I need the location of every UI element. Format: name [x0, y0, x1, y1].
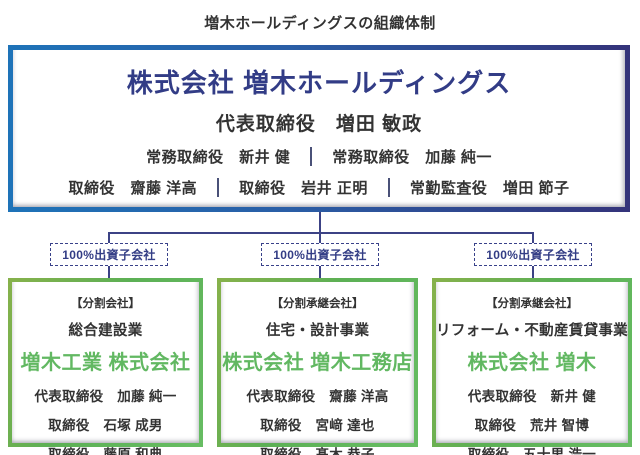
- subsidiary-business: リフォーム・不動産賃貸事業: [436, 323, 628, 339]
- subsidiary-business: 住宅・設計事業: [265, 323, 370, 339]
- divider: [387, 178, 390, 197]
- subsidiary-company-name: 株式会社 増木工務店: [222, 352, 413, 374]
- holding-exec-row-2: 取締役 齋藤 洋高 取締役 岩井 正明 常勤監査役 増田 節子: [68, 177, 569, 198]
- subsidiary-business: 総合建設業: [68, 323, 143, 339]
- ownership-label-left: 100%出資子会社: [50, 243, 168, 266]
- subsidiary-exec: 取締役 荒井 智博: [474, 418, 590, 433]
- subsidiary-type-tag: 【分割会社】: [71, 298, 140, 310]
- subsidiary-exec: 代表取締役 齋藤 洋高: [246, 389, 389, 404]
- subsidiary-exec: 取締役 藤原 和典: [48, 447, 163, 455]
- exec-entry: 常務取締役 加藤 純一: [332, 149, 492, 166]
- subsidiary-company-name: 増木工業 株式会社: [20, 352, 191, 374]
- subsidiary-type-tag: 【分割承継会社】: [271, 298, 364, 310]
- subsidiary-exec: 代表取締役 新井 健: [467, 389, 597, 404]
- subsidiary-box-masuki-komuten: 【分割承継会社】 住宅・設計事業 株式会社 増木工務店 代表取締役 齋藤 洋高 …: [217, 278, 418, 455]
- ownership-label-right: 100%出資子会社: [474, 243, 592, 266]
- divider: [217, 178, 220, 197]
- subsidiary-box-masuki-kogyo: 【分割会社】 総合建設業 増木工業 株式会社 代表取締役 加藤 純一 取締役 石…: [8, 278, 203, 455]
- subsidiary-company-name: 株式会社 増木: [467, 352, 597, 374]
- connector-vertical-stub: [319, 212, 321, 234]
- subsidiary-type-tag: 【分割承継会社】: [486, 298, 578, 310]
- divider: [310, 147, 313, 166]
- exec-entry: 常務取締役 新井 健: [146, 149, 291, 166]
- holding-company-box: 株式会社 増木ホールディングス 代表取締役 増田 敏政 常務取締役 新井 健 常…: [8, 45, 630, 212]
- holding-president: 代表取締役 増田 敏政: [215, 114, 423, 135]
- subsidiary-exec: 取締役 宮﨑 達也: [260, 418, 375, 433]
- subsidiary-exec: 取締役 五十里 浩一: [467, 447, 597, 455]
- subsidiary-exec: 代表取締役 加藤 純一: [34, 389, 177, 404]
- holding-exec-row-1: 常務取締役 新井 健 常務取締役 加藤 純一: [146, 146, 492, 167]
- page-title: 増木ホールディングスの組織体制: [204, 15, 436, 32]
- exec-entry: 取締役 齋藤 洋高: [68, 180, 198, 197]
- exec-entry: 常勤監査役 増田 節子: [409, 180, 570, 197]
- subsidiary-exec: 取締役 髙木 恭子: [260, 447, 375, 455]
- subsidiary-exec: 取締役 石塚 成男: [48, 418, 163, 433]
- exec-entry: 取締役 岩井 正明: [239, 180, 368, 197]
- ownership-label-center: 100%出資子会社: [261, 243, 379, 266]
- connector-horizontal-line: [108, 232, 534, 234]
- holding-company-name: 株式会社 増木ホールディングス: [126, 68, 512, 98]
- subsidiary-box-masuki: 【分割承継会社】 リフォーム・不動産賃貸事業 株式会社 増木 代表取締役 新井 …: [432, 278, 632, 455]
